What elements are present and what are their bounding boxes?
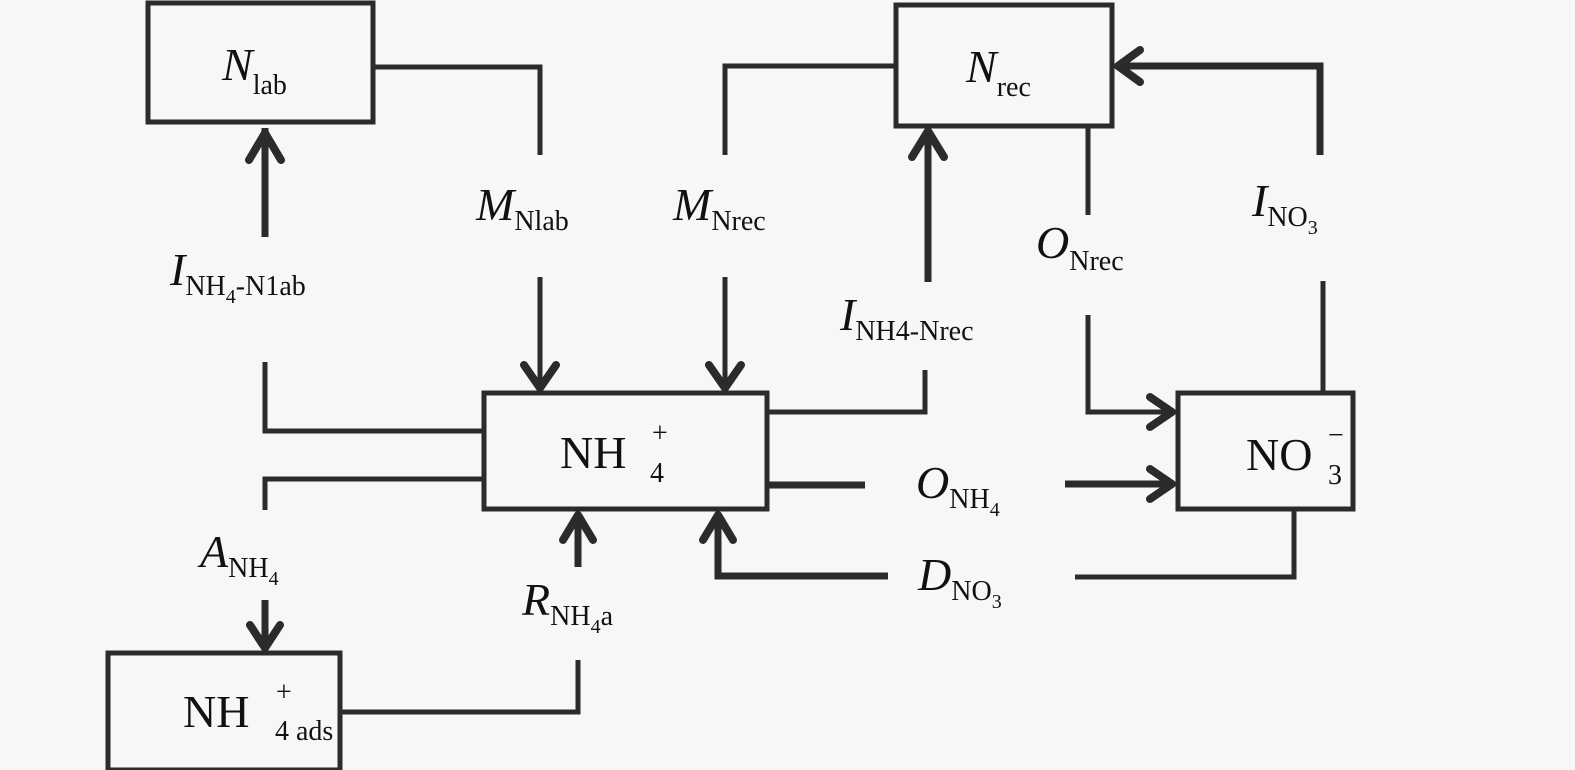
node-nh4-ads-sub: 4 ads [275, 716, 333, 747]
connector-i-no3-to-nrec [1118, 62, 1324, 155]
node-nh4-ads-label: NH [183, 686, 249, 737]
flow-m-nrec-label: MNrec [672, 179, 766, 237]
connector-nh4-to-a-nh4 [262, 476, 484, 510]
flow-d-no3-label: DNO3 [917, 549, 1002, 613]
arrowhead-a-nh4 [246, 621, 284, 652]
flow-o-nrec-label: ONrec [1036, 217, 1124, 277]
arrowhead-i-nh4-nlab [245, 129, 285, 164]
arrowhead-m-nlab [520, 361, 560, 392]
arrowhead-d-no3 [699, 511, 737, 544]
node-n-rec-box [893, 2, 1115, 129]
flow-m-nlab-label: MNlab [475, 179, 569, 237]
arrowhead-i-no3 [1114, 46, 1144, 86]
node-nh4-box [481, 390, 770, 512]
arrowhead-o-nh4 [1146, 465, 1176, 503]
flow-i-no3-label: INO3 [1251, 175, 1318, 239]
connector-no3-to-d-no3 [1075, 509, 1297, 580]
node-nh4-label: NH [560, 427, 626, 478]
connector-nlab-to-m-nlab [373, 64, 543, 155]
node-no3-sub: 3 [1328, 460, 1342, 491]
flow-a-nh4-label: ANH4 [197, 526, 279, 590]
node-nh4-sub: 4 [650, 458, 664, 489]
node-no3-label: NO [1246, 429, 1312, 480]
flow-o-nh4-label: ONH4 [916, 457, 1000, 521]
connector-nrec-to-m-nrec [722, 63, 896, 155]
flow-i-nh4-nrec-label: INH4-Nrec [839, 289, 974, 347]
connector-o-nrec-to-no3 [1085, 315, 1172, 415]
node-nh4-ads-sup: + [276, 677, 292, 708]
node-n-rec-label: Nrec [965, 41, 1031, 103]
arrowhead-o-nrec [1146, 393, 1176, 431]
node-no3-box [1175, 390, 1356, 512]
connector-nh4-to-i-nh4-nlab [262, 362, 484, 434]
arrowehad-i-nh4-nrec [908, 127, 948, 161]
arrowhead-r-nh4a [559, 511, 597, 544]
node-n-lab-label: Nlab [221, 39, 287, 101]
node-n-lab-box [145, 0, 376, 125]
connector-nh4-to-i-nh4-nrec [767, 370, 928, 415]
node-nh4-sup: + [652, 418, 668, 449]
connector-d-no3-to-nh4 [714, 515, 888, 580]
connector-nh4-ads-to-r-nh4a [340, 660, 581, 715]
node-no3-sup: − [1328, 420, 1344, 451]
arrowhead-m-nrec [705, 361, 745, 392]
flow-i-nh4-nlab-label: INH4-N1ab [169, 244, 306, 308]
flow-r-nh4a-label: RNH4a [521, 574, 614, 638]
